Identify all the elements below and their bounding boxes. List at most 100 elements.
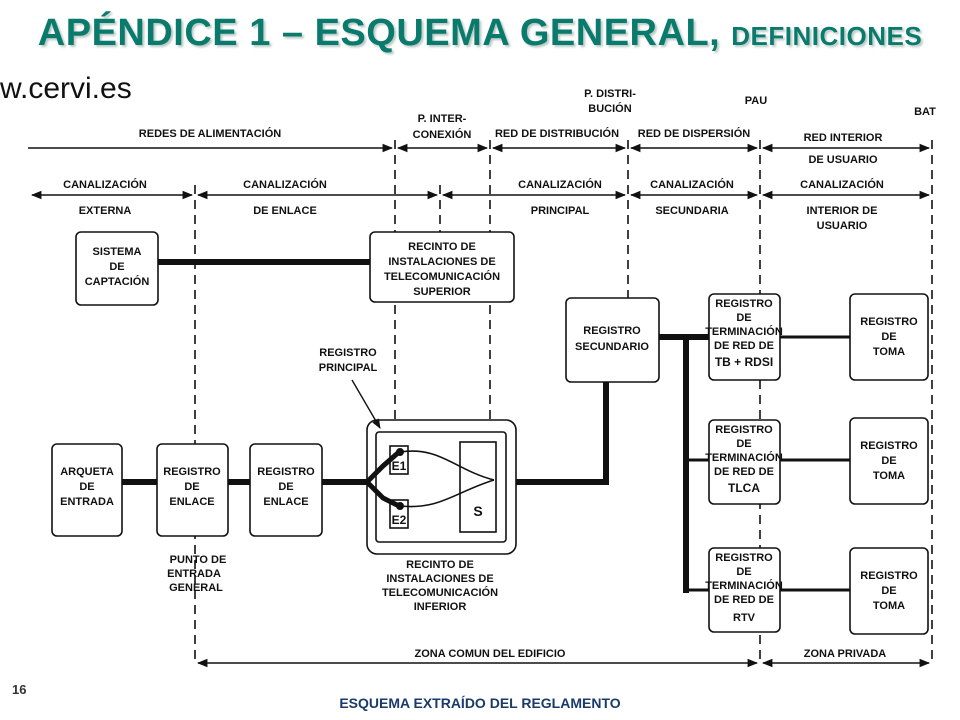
annotation-labels: REGISTRO PRINCIPAL PUNTO DE ENTRADA GENE… <box>167 347 886 660</box>
canalizacion-labels: CANALIZACIÓN EXTERNA CANALIZACIÓN DE ENL… <box>63 178 884 232</box>
label-canal-interior-2: INTERIOR DE <box>807 205 878 217</box>
label-red-interior-1: RED INTERIOR <box>804 132 883 144</box>
text-punto-entrada-1: PUNTO DE <box>170 554 227 566</box>
text-enlace2-1: REGISTRO <box>257 466 315 478</box>
wire-upper-curve <box>399 450 495 481</box>
label-canal-principal-1: CANALIZACIÓN <box>518 178 602 191</box>
text-toma2-2: DE <box>881 455 896 467</box>
label-canal-secundaria-1: CANALIZACIÓN <box>650 178 734 191</box>
text-tb-5: TB + RDSI <box>715 355 773 369</box>
text-enlace2-3: ENLACE <box>263 496 308 508</box>
label-canal-interior-3: USUARIO <box>817 220 868 232</box>
text-rec-inf-1: RECINTO DE <box>406 559 474 571</box>
text-enlace2-2: DE <box>278 481 293 493</box>
text-zona-comun: ZONA COMUN DEL EDIFICIO <box>415 648 566 660</box>
wire-lower-curve <box>399 479 495 508</box>
label-canal-secundaria-2: SECUNDARIA <box>655 205 728 217</box>
text-rtv-5: RTV <box>733 612 756 624</box>
box-reg-toma-1 <box>849 293 929 381</box>
text-rec-sup-4: SUPERIOR <box>413 286 471 298</box>
wire-e2-fork <box>365 480 401 509</box>
box-reg-term-tlca <box>708 419 781 505</box>
box-registro-enlace-1 <box>156 443 229 537</box>
text-zona-privada: ZONA PRIVADA <box>804 648 887 660</box>
pointer-registro-principal <box>351 379 381 429</box>
text-toma1-2: DE <box>881 331 896 343</box>
title-small: DEFINICIONES <box>731 21 923 51</box>
text-rtv-4: DE RED DE <box>714 594 774 606</box>
text-secundario-2: SECUNDARIO <box>575 341 649 353</box>
text-toma1-1: REGISTRO <box>860 316 918 328</box>
text-arqueta-2: DE <box>79 481 94 493</box>
text-toma3-1: REGISTRO <box>860 570 918 582</box>
dot-e2 <box>396 502 404 510</box>
text-rtv-1: REGISTRO <box>715 552 773 564</box>
box-s <box>459 441 497 533</box>
label-canal-principal-2: PRINCIPAL <box>531 205 590 217</box>
text-punto-entrada-3: GENERAL <box>169 582 223 594</box>
text-tlca-1: REGISTRO <box>715 424 773 436</box>
box-reg-toma-2 <box>849 417 929 505</box>
box-reg-toma-3 <box>849 547 929 635</box>
wire-e1-fork <box>365 450 401 484</box>
page-number: 16 <box>12 682 27 697</box>
box-sistema-captacion <box>75 231 159 306</box>
text-tb-3: TERMINACIÓN <box>705 325 783 338</box>
text-arqueta-3: ENTRADA <box>60 496 114 508</box>
box-reg-term-tb <box>708 293 781 381</box>
text-sistema-1: SISTEMA <box>93 246 142 258</box>
text-enlace1-1: REGISTRO <box>163 466 221 478</box>
cable-to-secundario <box>513 380 609 485</box>
label-red-dispersion: RED DE DISPERSIÓN <box>638 127 751 140</box>
label-canal-interior-1: CANALIZACIÓN <box>800 178 884 191</box>
label-red-interior-2: DE USUARIO <box>808 154 878 166</box>
text-toma3-2: DE <box>881 585 896 597</box>
box-recinto-superior <box>369 231 515 303</box>
label-p-distribucion-2: BUCIÓN <box>588 102 631 115</box>
label-red-distribucion: RED DE DISTRIBUCIÓN <box>495 127 619 140</box>
text-e2: E2 <box>392 513 407 527</box>
label-canal-enlace-2: DE ENLACE <box>253 205 317 217</box>
text-punto-entrada-2: ENTRADA <box>167 568 221 580</box>
text-enlace1-3: ENLACE <box>169 496 214 508</box>
box-registro-enlace-2 <box>249 443 323 537</box>
box-arqueta <box>51 443 123 537</box>
cables-thin <box>686 335 850 592</box>
text-s: S <box>473 503 482 519</box>
text-rec-sup-3: TELECOMUNICACIÓN <box>384 270 500 283</box>
dot-e1 <box>396 448 404 456</box>
page-title: APÉNDICE 1 – ESQUEMA GENERAL, DEFINICION… <box>0 12 960 55</box>
label-p-distribucion-1: P. DISTRI- <box>584 88 636 100</box>
title-main: APÉNDICE 1 – ESQUEMA GENERAL, <box>37 12 721 54</box>
text-reg-principal-1: REGISTRO <box>319 347 377 359</box>
box-registro-secundario <box>565 297 660 383</box>
label-redes-alimentacion: REDES DE ALIMENTACIÓN <box>139 127 281 140</box>
text-sistema-2: DE <box>109 261 124 273</box>
text-rec-sup-1: RECINTO DE <box>408 241 476 253</box>
label-p-interconexion-2: CONEXIÓN <box>413 128 472 141</box>
text-tlca-4: DE RED DE <box>714 466 774 478</box>
text-tb-4: DE RED DE <box>714 340 774 352</box>
footer-caption: ESQUEMA EXTRAÍDO DEL REGLAMENTO <box>339 695 621 711</box>
text-rec-inf-2: INSTALACIONES DE <box>386 573 493 585</box>
label-canal-externa-1: CANALIZACIÓN <box>63 178 147 191</box>
text-rtv-2: DE <box>736 566 751 578</box>
text-enlace1-2: DE <box>184 481 199 493</box>
text-rec-sup-2: INSTALACIONES DE <box>388 256 495 268</box>
text-toma1-3: TOMA <box>873 346 905 358</box>
website-url: w.cervi.es <box>0 72 132 105</box>
top-labels: P. DISTRI- BUCIÓN PAU BAT P. INTER- CONE… <box>139 88 936 166</box>
text-toma3-3: TOMA <box>873 600 905 612</box>
boundary-lines <box>194 140 933 665</box>
label-canal-externa-2: EXTERNA <box>79 205 132 217</box>
text-toma2-3: TOMA <box>873 470 905 482</box>
text-toma2-1: REGISTRO <box>860 440 918 452</box>
label-p-interconexion-1: P. INTER- <box>418 113 467 125</box>
text-reg-principal-2: PRINCIPAL <box>319 362 378 374</box>
text-rtv-3: TERMINACIÓN <box>705 579 783 592</box>
text-rec-inf-4: INFERIOR <box>414 601 467 613</box>
boxes <box>51 231 929 635</box>
registro-principal-wiring <box>351 379 495 510</box>
text-tlca-5: TLCA <box>728 481 760 495</box>
